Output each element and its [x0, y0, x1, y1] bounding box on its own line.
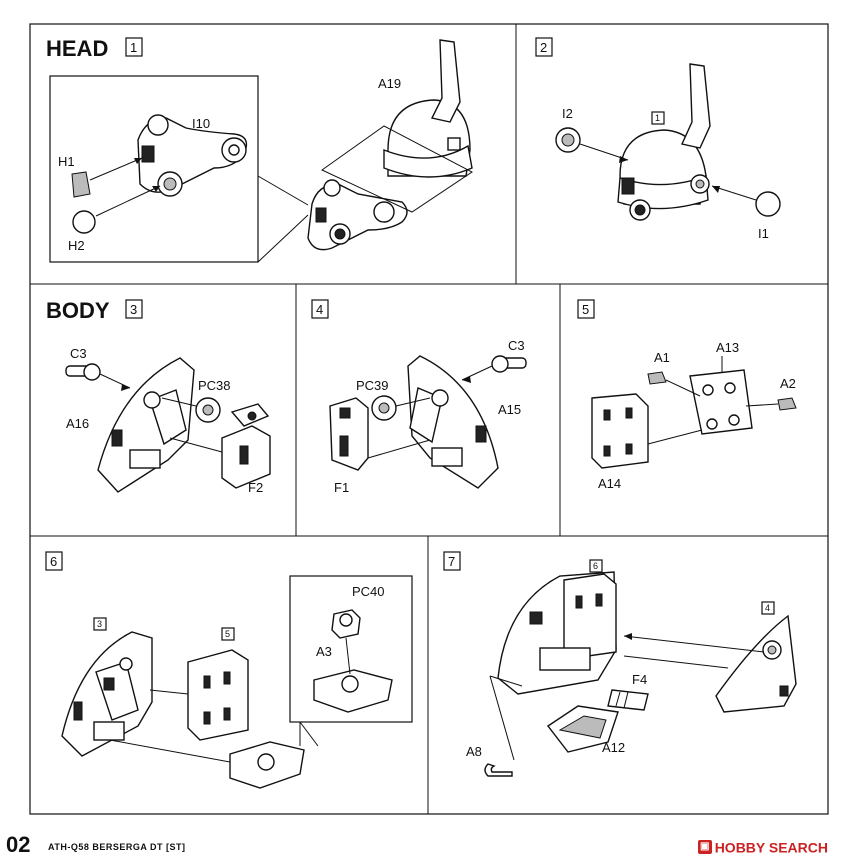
part-i2 — [555, 127, 581, 153]
base-tray — [229, 741, 305, 789]
label-h2: H2 — [68, 238, 85, 253]
ref-step-3: 3 — [97, 619, 102, 629]
label-c3-step4: C3 — [508, 338, 525, 353]
body-title: BODY — [46, 298, 110, 323]
label-a13: A13 — [716, 340, 739, 355]
brand-logo: ▣HOBBY SEARCH — [697, 838, 828, 856]
label-f2: F2 — [248, 480, 263, 495]
block-assembly — [187, 649, 249, 741]
label-a19: A19 — [378, 76, 401, 91]
face-assembly — [307, 179, 408, 251]
body-step-3: BODY 3 C3 A16 PC38 — [46, 298, 271, 495]
panel-frames — [29, 23, 829, 815]
step-3-number: 3 — [130, 302, 137, 317]
label-a3: A3 — [316, 644, 332, 659]
part-pc40 — [331, 609, 361, 639]
part-f4 — [607, 689, 649, 711]
body-half-assembly — [61, 631, 153, 757]
ref-step-1: 1 — [655, 113, 660, 123]
step-2-number: 2 — [540, 40, 547, 55]
part-a3 — [313, 669, 393, 713]
label-i1: I1 — [758, 226, 769, 241]
label-f4: F4 — [632, 672, 647, 687]
body-step-4: 4 C3 A15 PC39 F1 — [311, 299, 527, 495]
part-i10 — [137, 114, 248, 197]
label-f1: F1 — [334, 480, 349, 495]
model-name: ATH-Q58 BERSERGA DT [ST] — [48, 842, 186, 852]
part-c3-step4 — [491, 355, 527, 373]
part-i1 — [755, 191, 781, 217]
part-h1 — [71, 171, 91, 198]
head-step-2: 2 1 I2 I1 — [535, 37, 781, 241]
part-a2 — [777, 397, 797, 411]
label-a16: A16 — [66, 416, 89, 431]
hobby-search-icon: ▣ — [697, 840, 712, 855]
body-step-7: 7 6 4 F4 — [443, 551, 797, 777]
part-a16 — [97, 357, 195, 493]
label-pc40: PC40 — [352, 584, 385, 599]
label-a2: A2 — [780, 376, 796, 391]
body-step-5: 5 A13 A1 A2 A14 — [577, 299, 797, 491]
body-assembly — [497, 571, 617, 695]
part-a19 — [383, 39, 473, 178]
label-a8: A8 — [466, 744, 482, 759]
brand-name: HOBBY SEARCH — [714, 839, 828, 856]
part-f2 — [221, 403, 271, 489]
label-pc38: PC38 — [198, 378, 231, 393]
part-h2 — [72, 210, 96, 234]
part-a14 — [591, 393, 649, 469]
page-number: 02 — [6, 832, 31, 857]
label-pc39: PC39 — [356, 378, 389, 393]
part-a13 — [689, 369, 753, 435]
step-6-number: 6 — [50, 554, 57, 569]
part-pc38 — [195, 397, 221, 423]
ref-step-4: 4 — [765, 603, 770, 613]
label-a15: A15 — [498, 402, 521, 417]
label-i10: I10 — [192, 116, 210, 131]
part-f1 — [329, 397, 369, 471]
head-title: HEAD — [46, 36, 108, 61]
label-i2: I2 — [562, 106, 573, 121]
helmet-assembly — [617, 63, 711, 221]
part-a1 — [647, 371, 667, 385]
part-a12 — [546, 705, 619, 753]
step-4-number: 4 — [316, 302, 323, 317]
part-a8 — [484, 763, 513, 777]
body-half-ref4 — [715, 614, 797, 713]
body-step-6: 6 3 5 — [45, 551, 413, 789]
step-5-number: 5 — [582, 302, 589, 317]
instruction-diagram: HEAD 1 I10 H1 H2 — [29, 23, 829, 815]
head-step-1: HEAD 1 I10 H1 H2 — [46, 36, 473, 263]
step-1-number: 1 — [130, 40, 137, 55]
ref-step-6: 6 — [593, 561, 598, 571]
label-a1: A1 — [654, 350, 670, 365]
part-c3-step3 — [65, 363, 101, 381]
step-7-number: 7 — [448, 554, 455, 569]
label-h1: H1 — [58, 154, 75, 169]
part-pc39 — [371, 395, 397, 421]
ref-step-5: 5 — [225, 629, 230, 639]
part-a15 — [407, 355, 499, 489]
label-c3-step3: C3 — [70, 346, 87, 361]
label-a14: A14 — [598, 476, 621, 491]
label-a12: A12 — [602, 740, 625, 755]
